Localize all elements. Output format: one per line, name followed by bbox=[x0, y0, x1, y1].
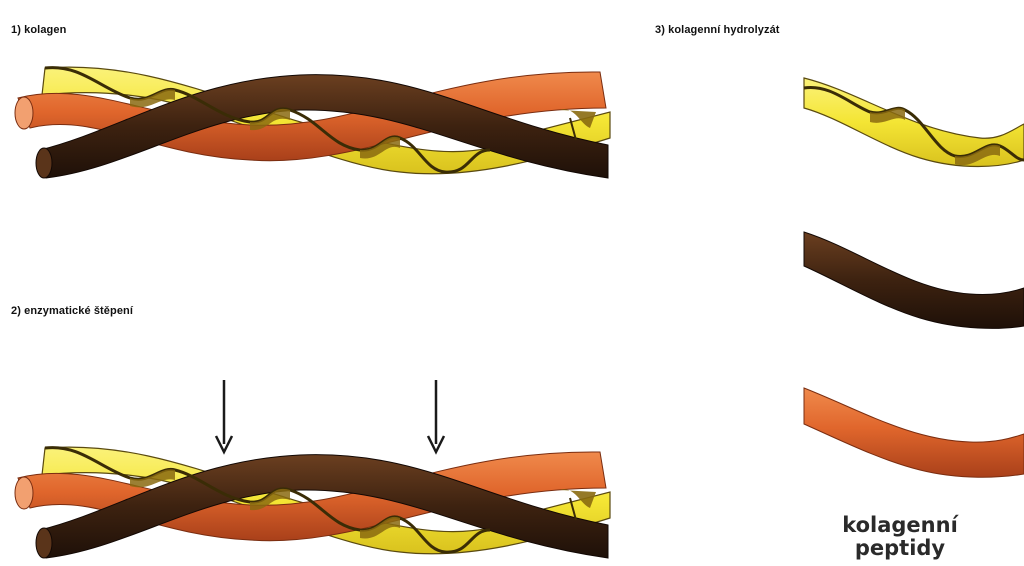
peptide-fragment-orange bbox=[804, 388, 1024, 477]
peptides-label-line2: peptidy bbox=[800, 537, 1000, 560]
peptide-fragment-yellow bbox=[804, 78, 1024, 167]
collagen-triple-helix bbox=[15, 67, 610, 178]
enzymatic-cleavage-helix bbox=[15, 447, 610, 558]
peptide-fragment-dark bbox=[804, 232, 1024, 328]
down-arrow-icon bbox=[216, 380, 232, 452]
peptides-label-line1: kolagenní bbox=[800, 514, 1000, 537]
collagen-peptides-label: kolagenní peptidy bbox=[800, 514, 1000, 560]
down-arrow-icon bbox=[428, 380, 444, 452]
